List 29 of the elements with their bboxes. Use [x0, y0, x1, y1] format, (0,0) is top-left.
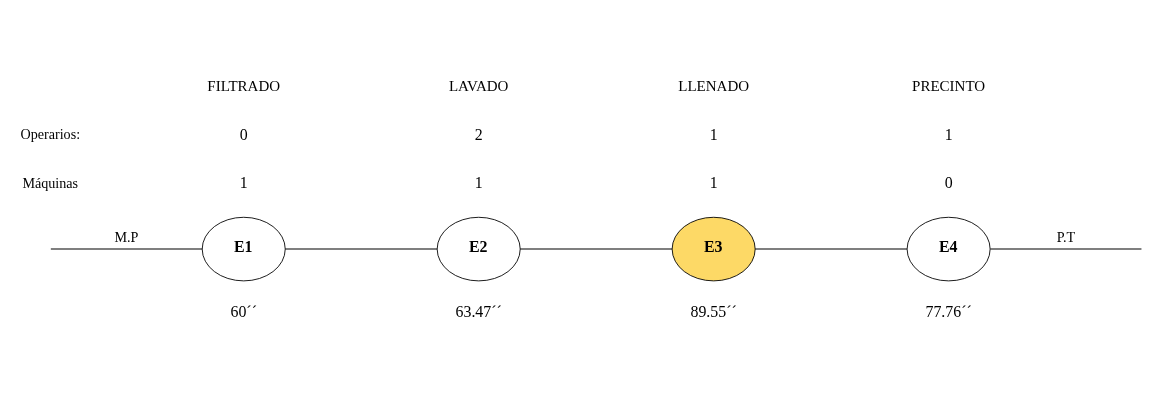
node-label: 89.55´´: [690, 302, 737, 320]
node-label: 0: [239, 125, 248, 143]
node-label: 1: [239, 173, 248, 191]
node-label: PRECINTO: [912, 77, 986, 94]
connector: [284, 248, 438, 250]
label: Máquinas: [22, 174, 79, 191]
node-label: 1: [474, 173, 483, 191]
node-label: 1: [944, 125, 953, 143]
connector: [754, 248, 908, 250]
connector: [989, 248, 1142, 250]
node-ellipse: E3: [671, 216, 756, 281]
label: Operarios:: [20, 125, 81, 142]
node-label: LLENADO: [678, 77, 750, 94]
node-label: LAVADO: [448, 77, 509, 94]
node-ellipse: E1: [201, 216, 286, 281]
node-ellipse: E4: [906, 216, 991, 281]
node-label: FILTRADO: [207, 77, 281, 94]
node-label: 0: [944, 173, 953, 191]
node-label: 1: [709, 173, 718, 191]
node-label: 77.76´´: [925, 302, 972, 320]
node-label: 1: [709, 125, 718, 143]
node-label: 2: [474, 125, 483, 143]
connector: [519, 248, 673, 250]
connector: [50, 248, 203, 250]
edge-label: M.P: [114, 228, 139, 245]
node-label: 60´´: [230, 302, 257, 320]
node-label: 63.47´´: [455, 302, 502, 320]
edge-label: P.T: [1056, 228, 1076, 245]
node-ellipse: E2: [436, 216, 521, 281]
